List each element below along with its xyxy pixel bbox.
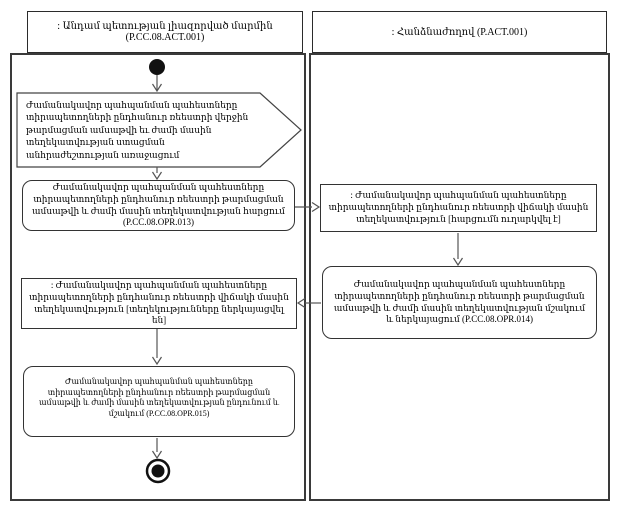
object-node-info-presented-label: : Ժամանակավոր պահպանման պահեստները տիրապ… — [29, 279, 289, 326]
send-signal-label: Ժամանակավոր պահպանման պահեստները տիրապետ… — [26, 100, 249, 160]
action-opr-015: Ժամանակավոր պահպանման պահեստները տիրապետ… — [23, 366, 295, 437]
lane-title-left: : Անդամ պետության լիազորված մարմին (P.CC… — [57, 21, 273, 43]
lane-header-commission: : Հանձնաժողով (P.ACT.001) — [312, 11, 607, 53]
object-node-request-sent-label: : Ժամանակավոր պահպանման պահեստները տիրապ… — [328, 190, 589, 224]
action-opr-015-label: Ժամանակավոր պահպանման պահեստները տիրապետ… — [38, 377, 280, 418]
action-opr-014-label: Ժամանակավոր պահպանման պահեստները տիրապետ… — [333, 278, 586, 325]
action-opr-013-label: Ժամանակավոր պահպանման պահեստները տիրապետ… — [32, 181, 285, 228]
object-node-request-sent: : Ժամանակավոր պահպանման պահեստները տիրապ… — [320, 184, 597, 232]
action-opr-014: Ժամանակավոր պահպանման պահեստները տիրապետ… — [322, 266, 597, 339]
lane-header-member-state: : Անդամ պետության լիազորված մարմին (P.CC… — [27, 11, 303, 53]
action-opr-013: Ժամանակավոր պահպանման պահեստները տիրապետ… — [22, 180, 295, 231]
lane-title-right: : Հանձնաժողով (P.ACT.001) — [391, 26, 528, 38]
object-node-info-presented: : Ժամանակավոր պահպանման պահեստները տիրապ… — [21, 278, 297, 329]
